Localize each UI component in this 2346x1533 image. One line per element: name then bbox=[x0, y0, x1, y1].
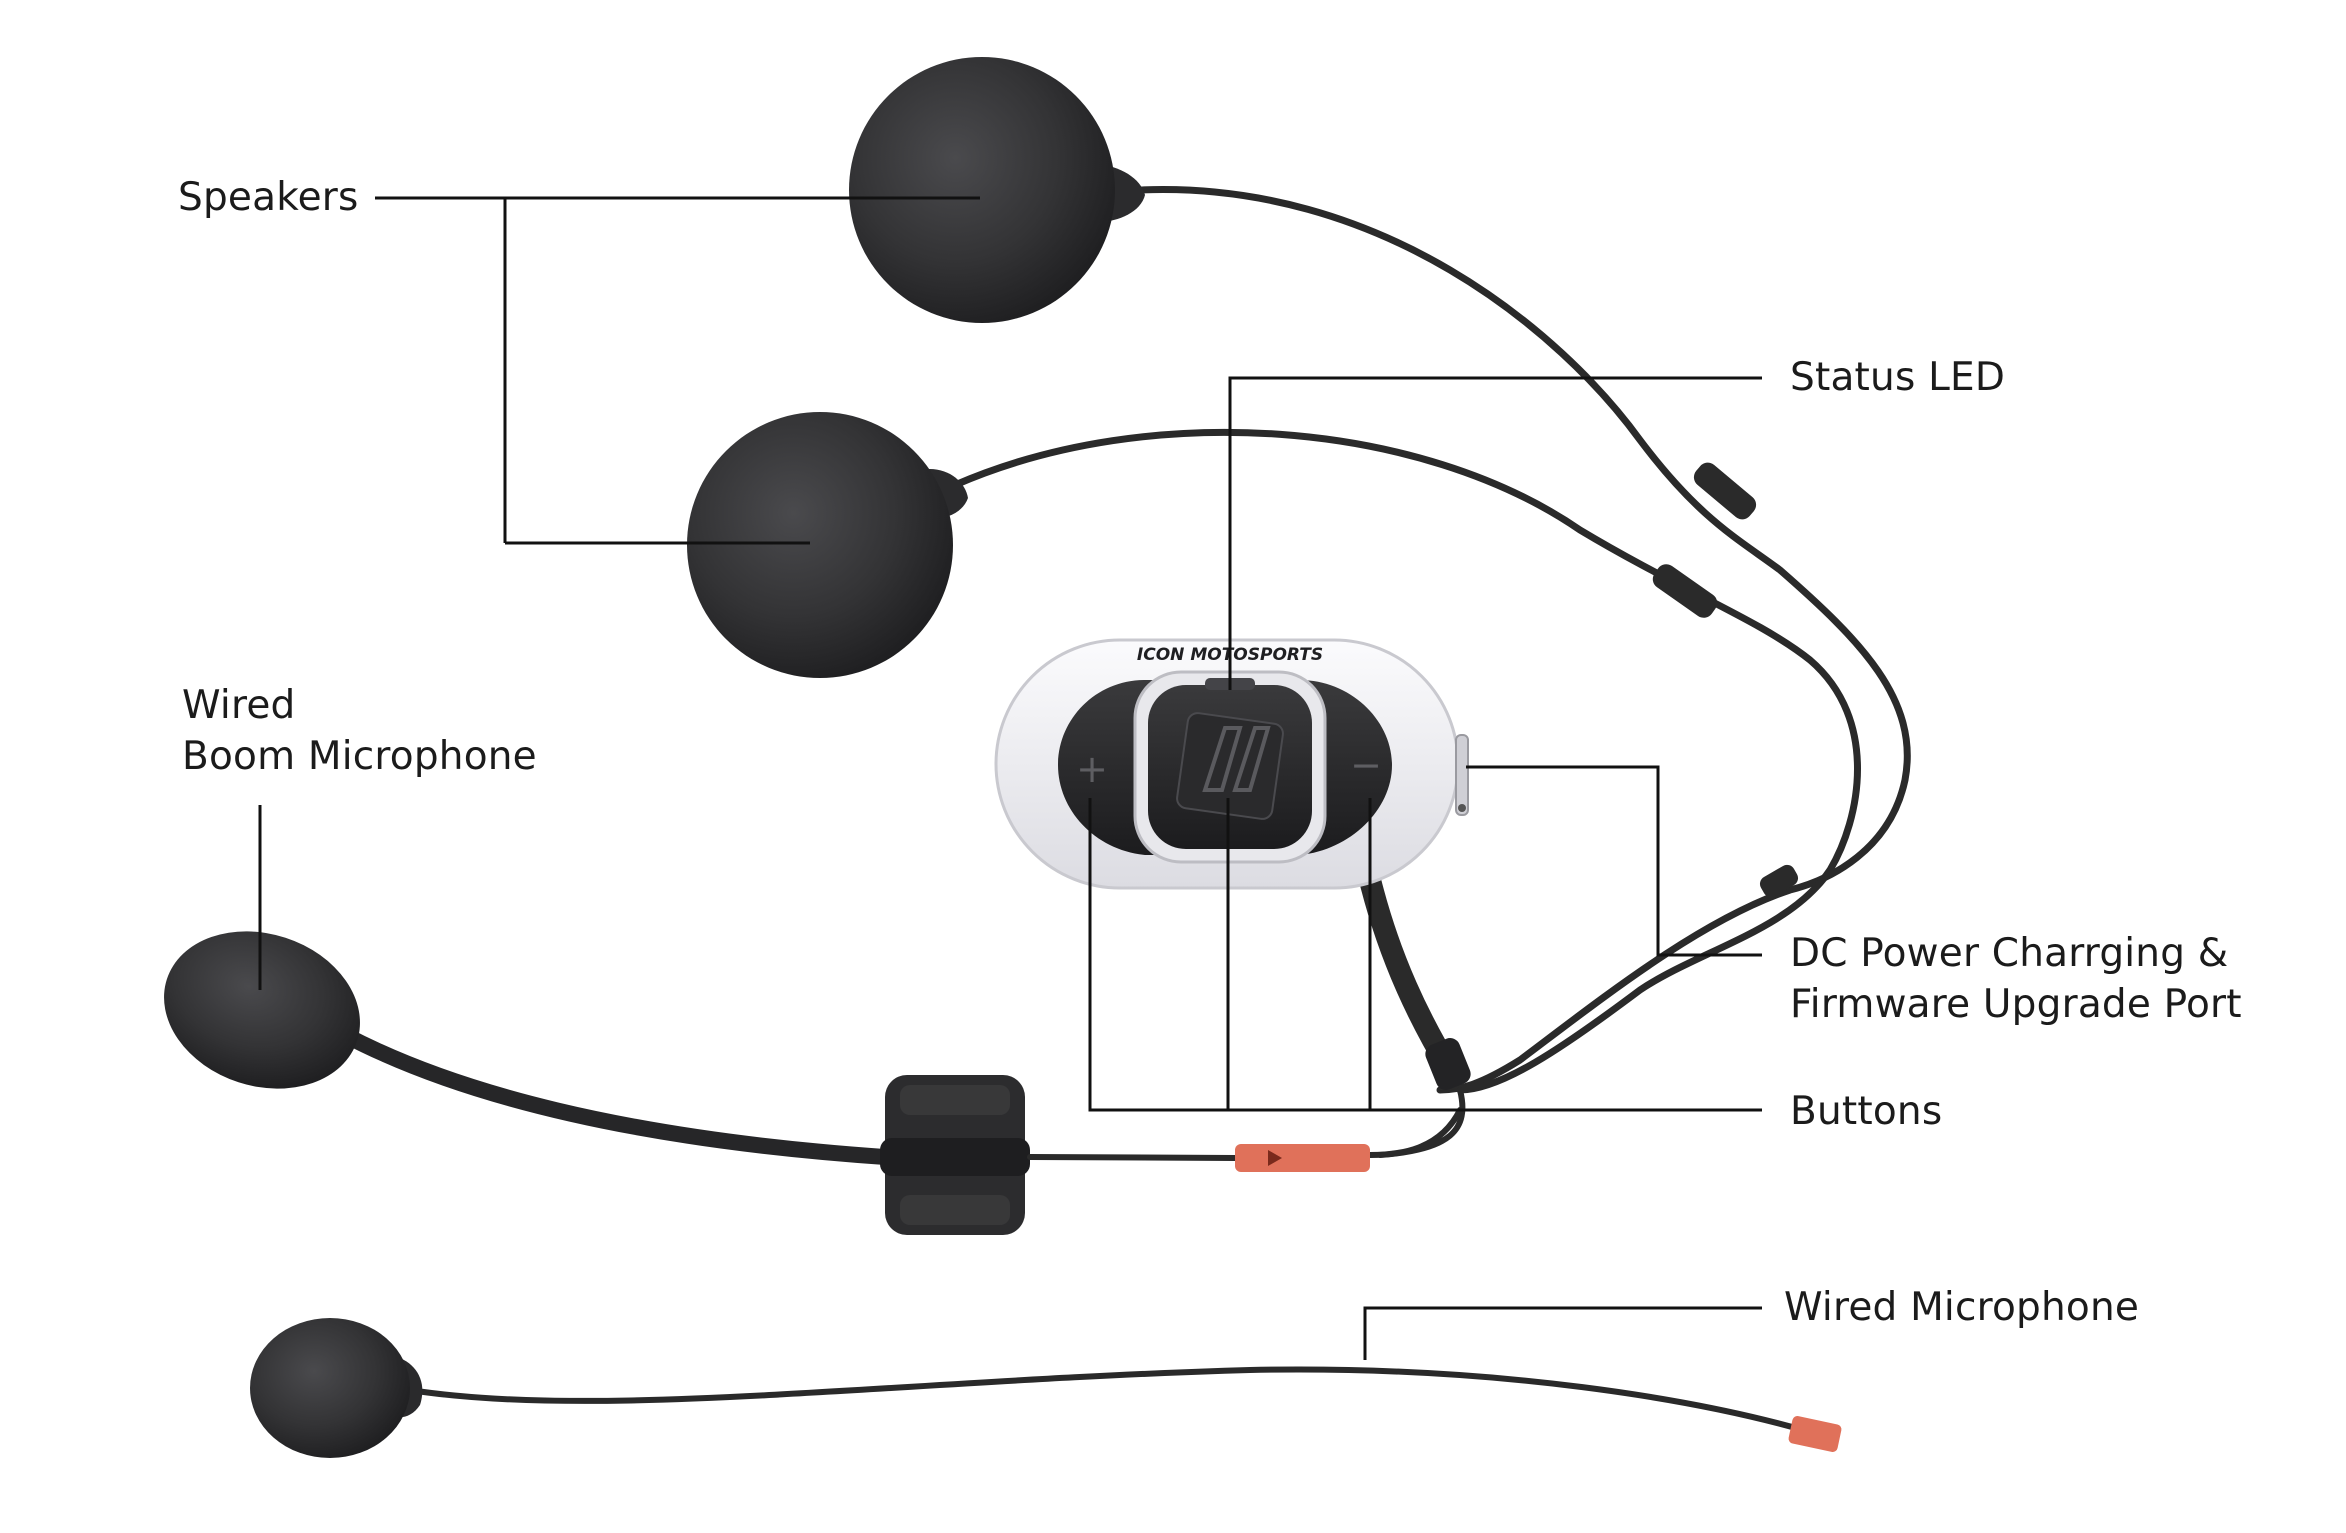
label-wired-boom-mic-line1: Wired bbox=[182, 683, 296, 728]
dc-port bbox=[1455, 734, 1469, 816]
lower-speaker-cable bbox=[951, 428, 1861, 1094]
label-status-led: Status LED bbox=[1790, 355, 2006, 400]
label-buttons: Buttons bbox=[1790, 1089, 1943, 1134]
boom-arm bbox=[337, 1027, 908, 1166]
label-dc-power-line1: DC Power Charrging & bbox=[1790, 931, 2229, 976]
tail-cable-collar bbox=[1425, 1038, 1471, 1090]
lower-cable-sleeve bbox=[1652, 564, 1718, 618]
wired-microphone bbox=[250, 1318, 1842, 1458]
boom-connector-cable bbox=[1027, 1154, 1238, 1161]
label-speakers: Speakers bbox=[178, 175, 359, 220]
wired-mic-connector bbox=[1788, 1416, 1842, 1452]
lower-speaker bbox=[687, 412, 968, 678]
wired-mic-foam bbox=[250, 1318, 410, 1458]
upper-cable-sleeve bbox=[1693, 462, 1757, 520]
label-wired-boom-mic-line2: Boom Microphone bbox=[182, 734, 537, 779]
boom-connector bbox=[1235, 1144, 1370, 1172]
minus-symbol: − bbox=[1350, 743, 1382, 787]
logo-mark-icon bbox=[1202, 726, 1271, 792]
upper-speaker bbox=[849, 57, 1145, 323]
device-unit: ICON MOTOSPORTS + − bbox=[994, 638, 1469, 890]
boom-to-device-cable bbox=[1367, 1107, 1463, 1158]
boom-mount-clip-top bbox=[900, 1085, 1010, 1115]
plus-symbol: + bbox=[1076, 747, 1108, 791]
boom-connector-arrow-icon bbox=[1268, 1150, 1282, 1166]
cable-joint bbox=[1759, 864, 1799, 898]
label-dc-power-line2: Firmware Upgrade Port bbox=[1790, 982, 2242, 1027]
wired-mic-cable bbox=[407, 1366, 1813, 1435]
upper-speaker-cable bbox=[1136, 186, 1911, 1094]
boom-mount-clip-bottom bbox=[900, 1195, 1010, 1225]
dc-port-pin bbox=[1458, 804, 1466, 812]
boom-microphone bbox=[164, 931, 1463, 1235]
label-wired-microphone: Wired Microphone bbox=[1784, 1285, 2140, 1330]
boom-collar bbox=[880, 1138, 1030, 1176]
boom-mic-foam bbox=[164, 931, 360, 1089]
leader-lines bbox=[258, 196, 1762, 1360]
device-tail-cable bbox=[1359, 869, 1461, 1081]
